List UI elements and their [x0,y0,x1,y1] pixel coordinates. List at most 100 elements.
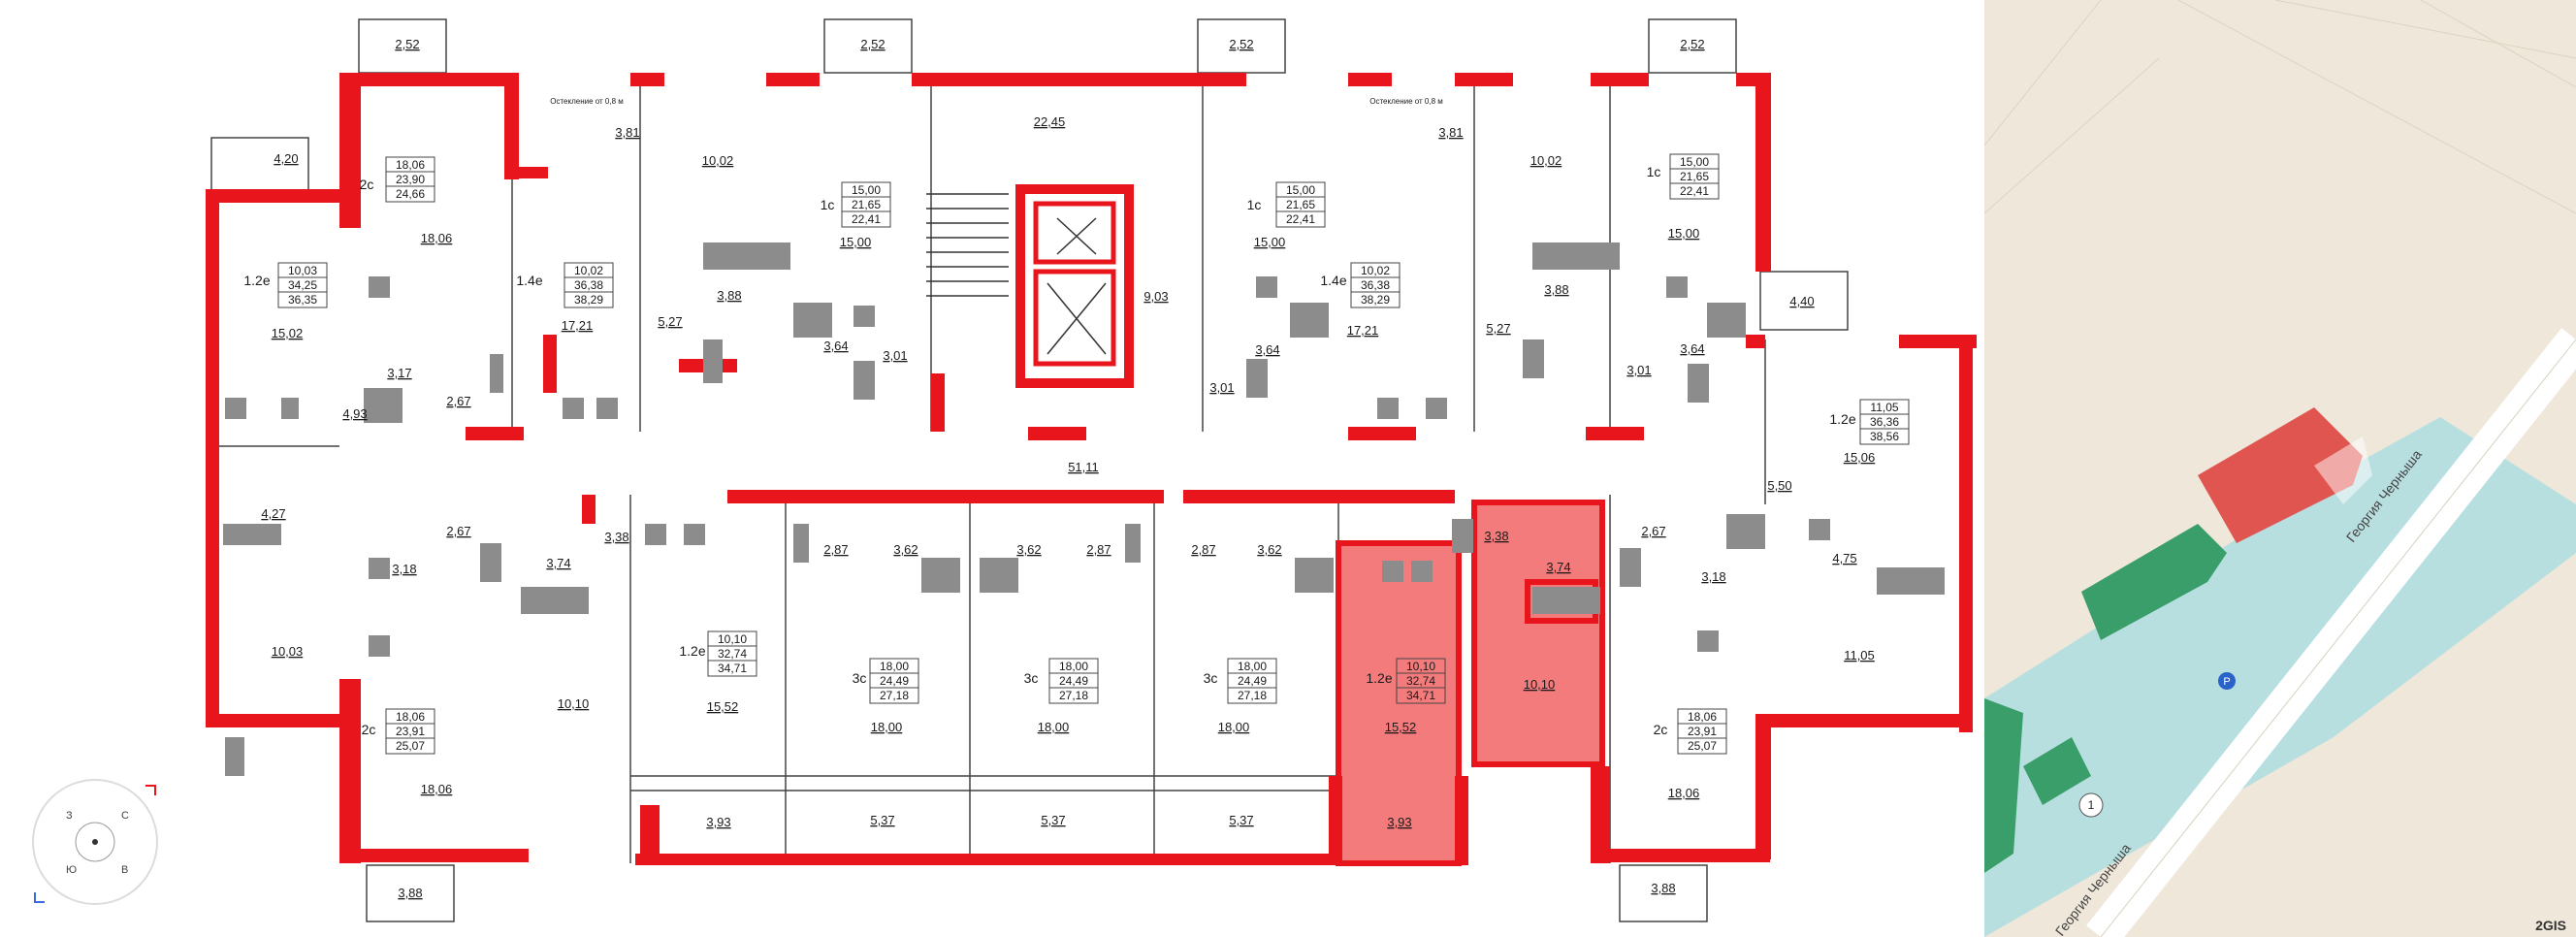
svg-text:23,91: 23,91 [1688,725,1717,738]
compass-widget[interactable]: С В Ю З [29,776,161,908]
building-green[interactable] [2081,524,2227,640]
svg-text:36,35: 36,35 [288,293,317,307]
room-area: 2,67 [446,524,470,538]
svg-text:22,41: 22,41 [1680,184,1709,198]
map-marker[interactable] [2078,792,2104,818]
room-area: 3,38 [1484,529,1508,543]
fixtures [223,242,1945,776]
svg-text:25,07: 25,07 [396,739,425,753]
room-area: 3,64 [1680,341,1704,356]
map-brand-logo: 2GIS [2535,918,2566,933]
room-area: 22,45 [1034,114,1066,129]
room-area: 5,50 [1767,478,1791,493]
room-area: 2,67 [1641,524,1665,538]
floor-plan: 2,52 2,52 2,52 2,52 4,20 4,40 3,88 3,88 … [206,18,1977,922]
room-area: 3,81 [615,125,639,140]
svg-text:24,49: 24,49 [1238,674,1267,688]
apartment-labels[interactable]: 2с 18,06 23,90 24,66 1.2е 10,03 34,25 36… [243,153,1910,755]
walls [206,73,1977,865]
svg-text:2с: 2с [1654,722,1668,737]
room-area: 2,67 [446,394,470,408]
location-map[interactable]: P 1 Георгия Черныша Георгия Черныша 2GIS [1984,0,2576,937]
building-green[interactable] [2023,737,2091,805]
room-area: 3,62 [1016,542,1041,557]
selected-apartment-box[interactable]: 1.2е 10,10 32,74 34,71 [1366,658,1446,704]
room-area: 17,21 [1347,323,1379,338]
apartment-box[interactable]: 3с 18,00 24,49 27,18 [1024,658,1099,704]
svg-text:2с: 2с [360,177,374,192]
apartment-box[interactable]: 1.2е 10,10 32,74 34,71 [679,630,757,677]
room-area: 2,87 [823,542,848,557]
apartment-box[interactable]: 2с 18,06 23,91 25,07 [1654,708,1727,755]
apartment-box[interactable]: 1.2е 11,05 36,36 38,56 [1829,399,1910,445]
balcony-area: 2,52 [1680,37,1704,51]
svg-text:18,00: 18,00 [880,660,909,673]
room-area: 15,00 [1254,235,1286,249]
apartment-box[interactable]: 3с 18,00 24,49 27,18 [1204,658,1277,704]
svg-text:1.4е: 1.4е [516,273,542,288]
svg-text:1с: 1с [821,197,835,212]
room-area: 3,74 [546,556,570,570]
svg-text:24,49: 24,49 [880,674,909,688]
svg-text:21,65: 21,65 [1680,170,1709,183]
selected-apartment-highlight-2[interactable] [1474,502,1602,764]
svg-text:1.2е: 1.2е [679,643,705,659]
apartment-box[interactable]: 1с 15,00 21,65 22,41 [1247,181,1326,228]
glazing-note: Остекление от 0,8 м [1369,97,1443,106]
compass-north: С [121,810,129,822]
svg-text:23,90: 23,90 [396,173,425,186]
building-red[interactable] [2198,407,2363,543]
room-area: 2,87 [1086,542,1111,557]
svg-text:1.2е: 1.2е [1366,670,1392,686]
svg-text:22,41: 22,41 [852,212,881,226]
room-labels: 3,81 3,81 22,45 10,02 10,02 18,06 15,00 … [261,114,1875,829]
parking-label: P [2223,676,2230,688]
svg-text:38,29: 38,29 [574,293,603,307]
glazing-note: Остекление от 0,8 м [550,97,624,106]
svg-text:32,74: 32,74 [718,647,747,661]
compass-south: Ю [66,864,77,876]
svg-text:18,00: 18,00 [1238,660,1267,673]
svg-text:1с: 1с [1247,197,1262,212]
room-area: 3,88 [717,288,741,303]
svg-text:1с: 1с [1647,164,1661,179]
compass-east: В [121,864,128,876]
room-area: 15,52 [1385,720,1417,734]
svg-text:18,06: 18,06 [1688,710,1717,724]
room-area: 15,00 [1668,226,1700,241]
room-area: 3,38 [604,530,628,544]
room-area: 15,52 [707,699,739,714]
room-area: 2,87 [1191,542,1215,557]
apartment-box[interactable]: 2с 18,06 23,91 25,07 [362,708,435,755]
balcony-area: 4,20 [274,151,298,166]
svg-text:15,00: 15,00 [1286,183,1315,197]
apartment-box[interactable]: 1с 15,00 21,65 22,41 [821,181,891,228]
room-area: 5,37 [870,813,894,827]
svg-text:18,06: 18,06 [396,158,425,172]
balcony-area: 3,88 [1651,881,1675,895]
svg-text:1.2е: 1.2е [243,273,270,288]
apartment-box[interactable]: 1с 15,00 21,65 22,41 [1647,153,1720,200]
room-area: 9,03 [1143,289,1168,304]
svg-text:27,18: 27,18 [1238,689,1267,702]
apartment-box[interactable]: 1.2е 10,03 34,25 36,35 [243,262,328,308]
room-area: 18,06 [421,782,453,796]
room-area: 11,05 [1844,648,1875,662]
svg-text:10,03: 10,03 [288,264,317,277]
svg-text:18,06: 18,06 [396,710,425,724]
room-area: 18,00 [1038,720,1070,734]
parking-icon[interactable] [2218,672,2236,690]
room-area: 5,27 [658,314,682,329]
apartment-box[interactable]: 2с 18,06 23,90 24,66 [360,156,435,203]
balcony-area: 2,52 [395,37,419,51]
room-area: 3,18 [392,562,416,576]
svg-text:10,02: 10,02 [1361,264,1390,277]
svg-text:21,65: 21,65 [1286,198,1315,211]
svg-text:36,38: 36,38 [574,278,603,292]
apartment-box[interactable]: 1.4е 10,02 36,38 38,29 [516,262,614,308]
apartment-box[interactable]: 3с 18,00 24,49 27,18 [853,658,919,704]
apartment-box[interactable]: 1.4е 10,02 36,38 38,29 [1320,262,1401,308]
building-green[interactable] [1984,698,2023,873]
svg-text:21,65: 21,65 [852,198,881,211]
svg-text:1.4е: 1.4е [1320,273,1346,288]
